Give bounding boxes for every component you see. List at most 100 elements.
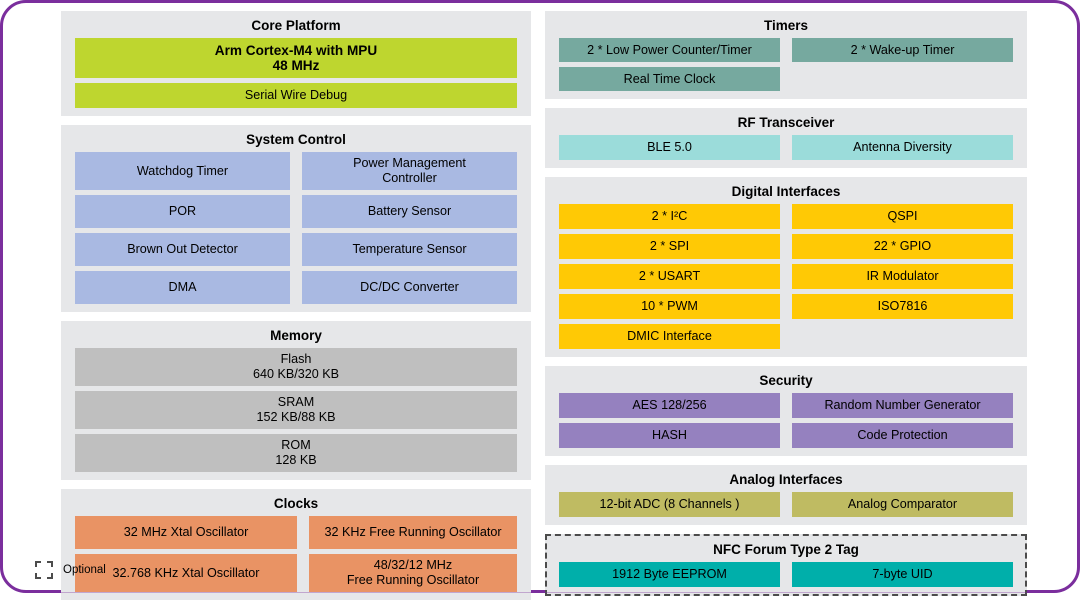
block-nfc-forum-type-2-tag[interactable]: 1912 Byte EEPROM: [559, 562, 780, 587]
block-timers[interactable]: 2 * Wake-up Timer: [792, 38, 1013, 62]
panel-title-system-control: System Control: [246, 132, 346, 147]
block-system-control[interactable]: Battery Sensor: [302, 195, 517, 228]
block-label: Brown Out Detector: [127, 242, 238, 256]
block-system-control[interactable]: POR: [75, 195, 290, 228]
block-row: Brown Out Detector Temperature Sensor: [75, 233, 517, 266]
block-nfc-forum-type-2-tag[interactable]: 7-byte UID: [792, 562, 1013, 587]
block-label: POR: [168, 204, 197, 218]
panel-title-memory: Memory: [270, 328, 322, 343]
block-row: 12-bit ADC (8 Channels ) Analog Comparato…: [559, 492, 1013, 517]
block-label: DMIC Interface: [627, 329, 712, 343]
panel-rows: 2 * Low Power Counter/Timer 2 * Wake-up T…: [559, 38, 1013, 91]
block-digital-interfaces[interactable]: DMIC Interface: [559, 324, 780, 349]
block-label: ISO7816: [877, 299, 928, 313]
block-row: DMA DC/DC Converter: [75, 271, 517, 304]
panel-title-core-platform: Core Platform: [251, 18, 341, 33]
block-digital-interfaces[interactable]: IR Modulator: [792, 264, 1013, 289]
block-label: AES 128/256: [632, 398, 707, 412]
block-digital-interfaces[interactable]: 22 * GPIO: [792, 234, 1013, 259]
panel-analog-interfaces: Analog Interfaces 12-bit ADC (8 Channels …: [545, 465, 1027, 525]
block-system-control[interactable]: DMA: [75, 271, 290, 304]
block-security[interactable]: AES 128/256: [559, 393, 780, 418]
block-sublabel: 640 KB/320 KB: [252, 367, 340, 381]
block-core-platform[interactable]: Serial Wire Debug: [75, 83, 517, 108]
block-row: POR Battery Sensor: [75, 195, 517, 228]
block-timers[interactable]: 2 * Low Power Counter/Timer: [559, 38, 780, 62]
block-clocks[interactable]: 32 MHz Xtal Oscillator: [75, 516, 297, 549]
block-sublabel: 152 KB/88 KB: [256, 410, 336, 424]
block-row: HASH Code Protection: [559, 423, 1013, 448]
panel-title-analog-interfaces: Analog Interfaces: [729, 472, 843, 487]
block-label: Random Number Generator: [824, 398, 981, 412]
block-digital-interfaces[interactable]: 2 * I²C: [559, 204, 780, 229]
block-rf-transceiver[interactable]: BLE 5.0: [559, 135, 780, 160]
block-label: 2 * Low Power Counter/Timer: [587, 42, 752, 57]
block-label: 1912 Byte EEPROM: [612, 567, 727, 581]
block-rf-transceiver[interactable]: Antenna Diversity: [792, 135, 1013, 160]
panel-title-rf-transceiver: RF Transceiver: [737, 115, 835, 130]
block-security[interactable]: Code Protection: [792, 423, 1013, 448]
block-sublabel: Controller: [382, 171, 437, 185]
block-analog-interfaces[interactable]: 12-bit ADC (8 Channels ): [559, 492, 780, 517]
block-sublabel: 48 MHz: [272, 58, 320, 73]
block-label: 2 * I²C: [651, 209, 688, 223]
panel-clocks: Clocks 32 MHz Xtal Oscillator 32 KHz Free …: [61, 489, 531, 600]
block-system-control[interactable]: Watchdog Timer: [75, 152, 290, 190]
block-timers[interactable]: Real Time Clock: [559, 67, 780, 91]
block-label: 32.768 KHz Xtal Oscillator: [112, 565, 260, 580]
block-label: DMA: [168, 280, 197, 294]
panel-rows: 32 MHz Xtal Oscillator 32 KHz Free Runnin…: [75, 516, 517, 592]
block-system-control[interactable]: Temperature Sensor: [302, 233, 517, 266]
block-label: Analog Comparator: [847, 497, 958, 511]
block-digital-interfaces[interactable]: 2 * SPI: [559, 234, 780, 259]
block-security[interactable]: Random Number Generator: [792, 393, 1013, 418]
block-label: 2 * Wake-up Timer: [850, 42, 955, 57]
block-label: QSPI: [887, 209, 918, 223]
block-digital-interfaces[interactable]: ISO7816: [792, 294, 1013, 319]
block-label: Real Time Clock: [623, 71, 716, 86]
block-security[interactable]: HASH: [559, 423, 780, 448]
block-row: 32 MHz Xtal Oscillator 32 KHz Free Runnin…: [75, 516, 517, 549]
block-row: BLE 5.0 Antenna Diversity: [559, 135, 1013, 160]
block-clocks[interactable]: 32 KHz Free Running Oscillator: [309, 516, 517, 549]
block-label: Temperature Sensor: [352, 242, 467, 256]
block-clocks[interactable]: 32.768 KHz Xtal Oscillator: [75, 554, 297, 592]
block-digital-interfaces[interactable]: 2 * USART: [559, 264, 780, 289]
panel-title-timers: Timers: [763, 18, 809, 33]
block-label: 12-bit ADC (8 Channels ): [599, 497, 740, 511]
optional-legend-swatch: [35, 561, 53, 579]
block-label: ROM: [281, 438, 311, 452]
block-row: Serial Wire Debug: [75, 83, 517, 108]
block-row: Real Time Clock: [559, 67, 1013, 91]
block-digital-interfaces[interactable]: 10 * PWM: [559, 294, 780, 319]
panel-rows: 12-bit ADC (8 Channels ) Analog Comparato…: [559, 492, 1013, 517]
block-system-control[interactable]: Brown Out Detector: [75, 233, 290, 266]
block-digital-interfaces[interactable]: QSPI: [792, 204, 1013, 229]
block-system-control[interactable]: DC/DC Converter: [302, 271, 517, 304]
panel-title-clocks: Clocks: [273, 496, 319, 511]
legend: Optional: [35, 561, 106, 579]
block-label: HASH: [652, 428, 687, 442]
block-analog-interfaces[interactable]: Analog Comparator: [792, 492, 1013, 517]
block-label: IR Modulator: [866, 269, 939, 283]
block-spacer: [792, 67, 1013, 91]
